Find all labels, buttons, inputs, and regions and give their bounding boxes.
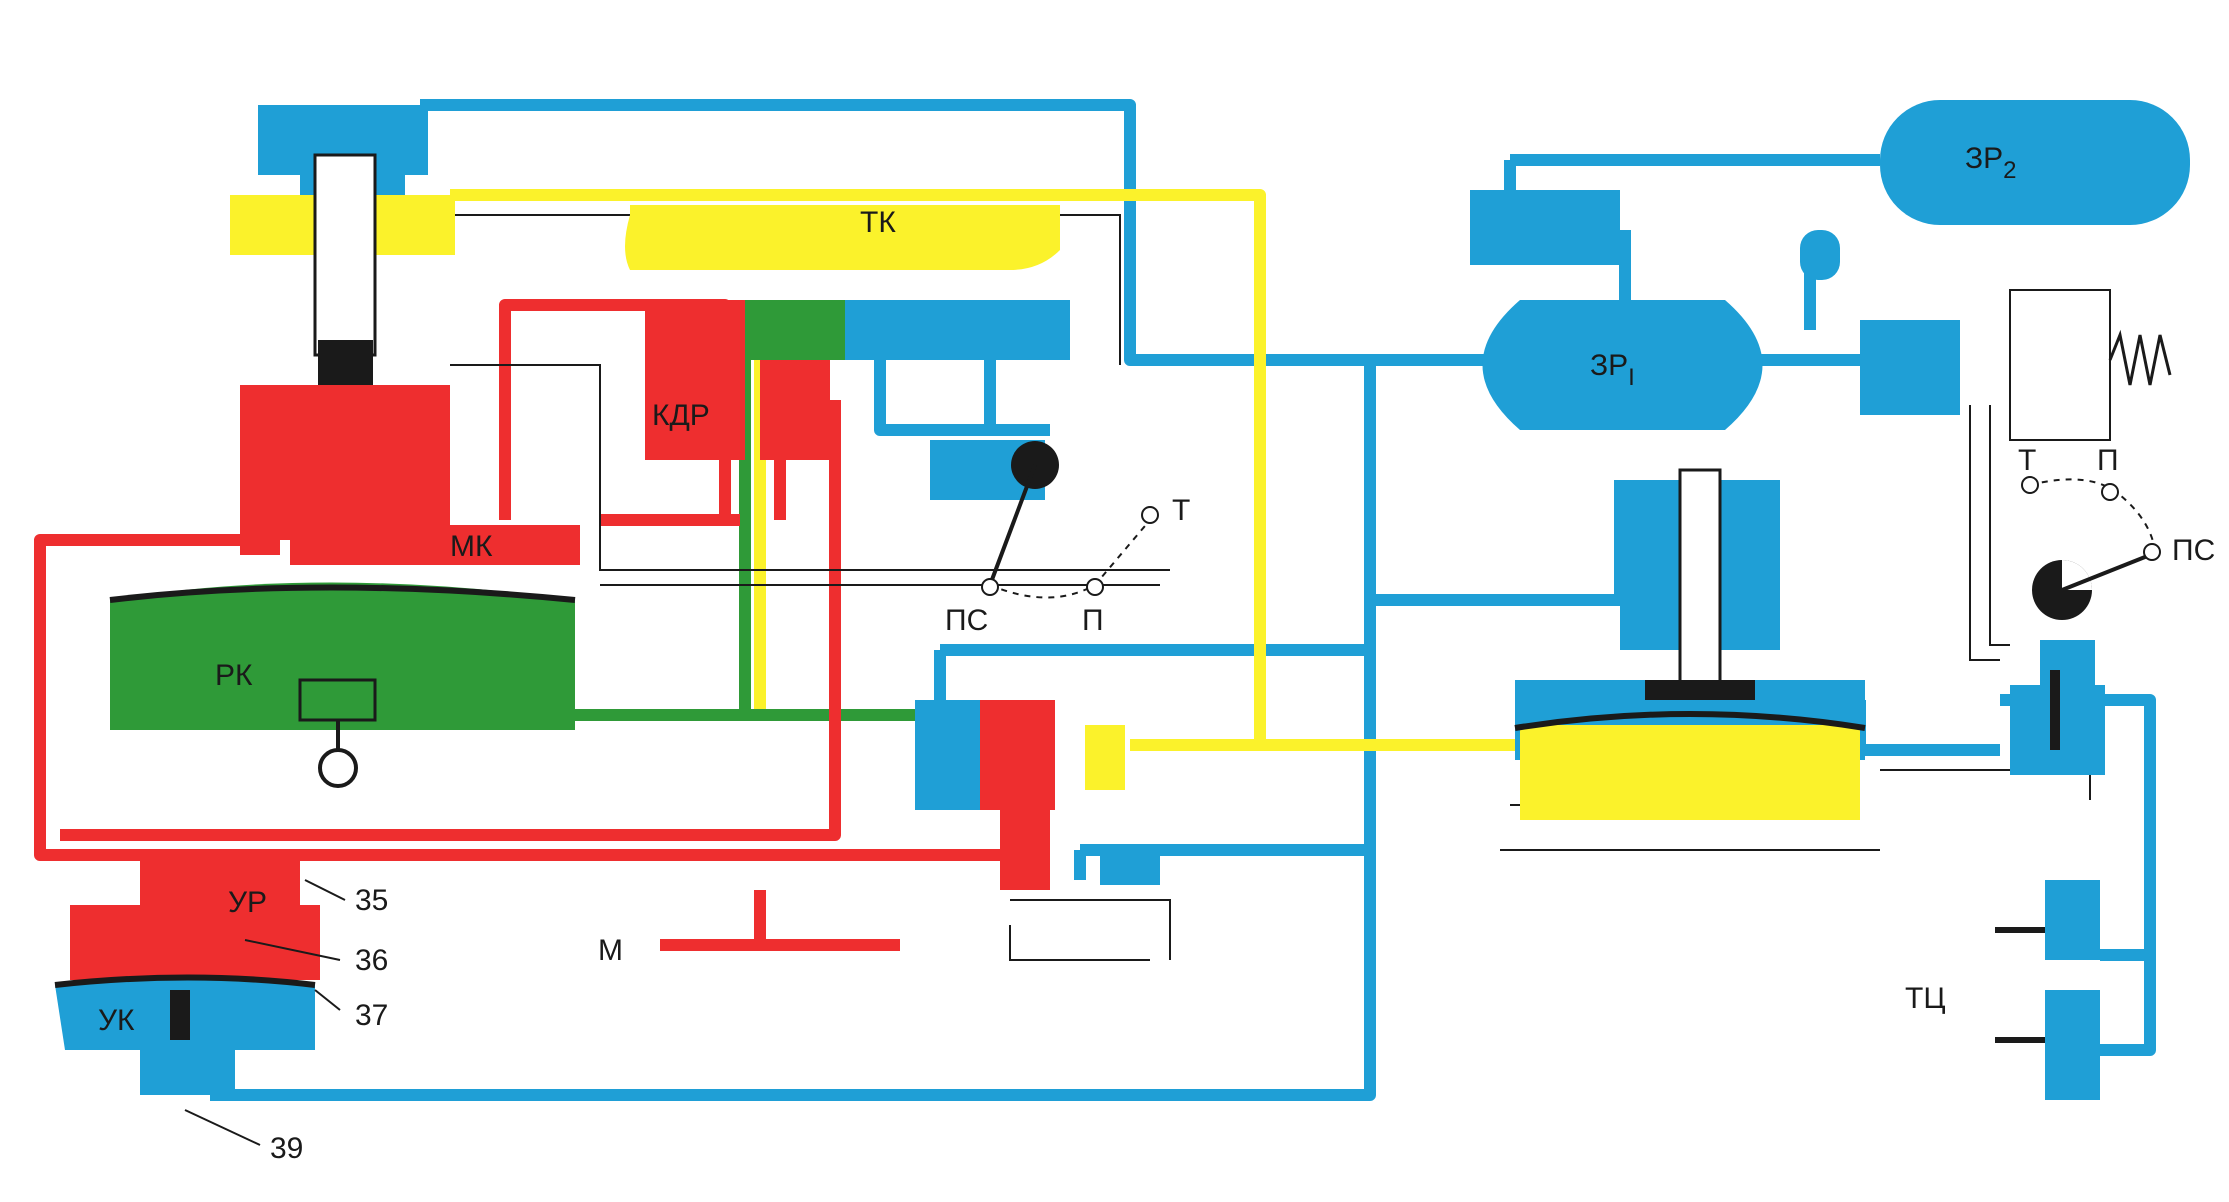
tc-cylinder-upper	[2045, 880, 2100, 960]
label-tc: ТЦ	[1905, 982, 1946, 1015]
spring-side-valve	[1860, 320, 1960, 415]
rk-valve	[298, 678, 377, 722]
label-ps-right: ПС	[2172, 534, 2215, 567]
big-valve-stack-right	[1720, 480, 1780, 650]
center-valve-yellow	[1085, 725, 1125, 790]
tk-top-lid	[630, 205, 1060, 225]
label-37: 37	[355, 999, 388, 1032]
selector-lever-left	[988, 464, 1037, 586]
right-lower-valve-top	[2040, 640, 2095, 685]
uk-valve	[140, 1045, 235, 1095]
pos-ps-right[interactable]	[2143, 543, 2161, 561]
label-36: 36	[355, 944, 388, 977]
ur-chamber	[70, 905, 320, 980]
green-valve-block	[745, 300, 845, 360]
label-39: 39	[270, 1132, 303, 1165]
red-side-pipe	[240, 395, 280, 555]
center-valve-blue	[915, 700, 985, 810]
label-t-left: Т	[1172, 494, 1190, 527]
label-kdr: КДР	[652, 399, 710, 432]
spring-housing	[2009, 289, 2111, 441]
leader-36	[244, 939, 341, 961]
kdr-red-block	[645, 300, 745, 460]
rk-ring[interactable]	[318, 748, 358, 788]
big-valve-stack-left	[1620, 480, 1680, 650]
leader-35	[304, 879, 346, 901]
selector-arc-left	[989, 519, 1151, 599]
label-zr1: ЗРI	[1590, 349, 1635, 391]
red-valve-block	[760, 360, 830, 460]
pos-t-left[interactable]	[1141, 506, 1159, 524]
leader-37	[314, 989, 341, 1011]
ur-chamber-top	[140, 855, 300, 910]
center-valve-red	[980, 700, 1055, 810]
big-valve-head	[1645, 680, 1755, 700]
pos-p-left[interactable]	[1086, 578, 1104, 596]
big-valve-stem	[1678, 468, 1722, 692]
big-valve-diaphragm	[1514, 711, 1866, 731]
label-35: 35	[355, 884, 388, 917]
pos-t-right[interactable]	[2021, 476, 2039, 494]
big-valve-yellow	[1520, 725, 1860, 820]
pos-p-right[interactable]	[2101, 483, 2119, 501]
mk-chamber	[290, 525, 580, 565]
center-valve-red-lower	[1000, 810, 1050, 890]
selector-lever-right	[2061, 553, 2151, 592]
zr2-reservoir	[1880, 100, 2190, 225]
right-lower-valve-stem	[2050, 670, 2060, 750]
blue-valve-block	[845, 300, 1070, 360]
label-p-left: П	[1082, 604, 1104, 637]
rk-diaphragm	[109, 584, 576, 603]
rk-chamber	[110, 582, 575, 730]
spring-icon	[2108, 329, 2172, 386]
small-blue-valve	[1100, 845, 1160, 885]
tc-cylinder-lower	[2045, 990, 2100, 1100]
tk-chamber	[625, 215, 1060, 270]
selector-arc-right	[2029, 478, 2156, 551]
label-rk: РК	[215, 659, 253, 692]
label-ps-left: ПС	[945, 604, 988, 637]
label-t-right: Т	[2018, 444, 2036, 477]
label-ur: УР	[228, 886, 267, 919]
label-uk: УК	[98, 1004, 135, 1037]
label-mk: МК	[450, 530, 493, 563]
uk-diaphragm	[54, 974, 316, 988]
label-zr2: ЗР2	[1965, 142, 2017, 184]
label-m: М	[598, 934, 623, 967]
leader-39	[184, 1109, 261, 1146]
small-dome	[1800, 230, 1840, 280]
label-tk: ТК	[860, 206, 896, 239]
label-p-right: П	[2097, 444, 2119, 477]
stem-white	[313, 153, 377, 357]
uk-valve-stem	[170, 990, 190, 1040]
pos-ps-left[interactable]	[981, 578, 999, 596]
zr1-reservoir	[1482, 300, 1763, 430]
zr-top-valve	[1470, 190, 1620, 265]
